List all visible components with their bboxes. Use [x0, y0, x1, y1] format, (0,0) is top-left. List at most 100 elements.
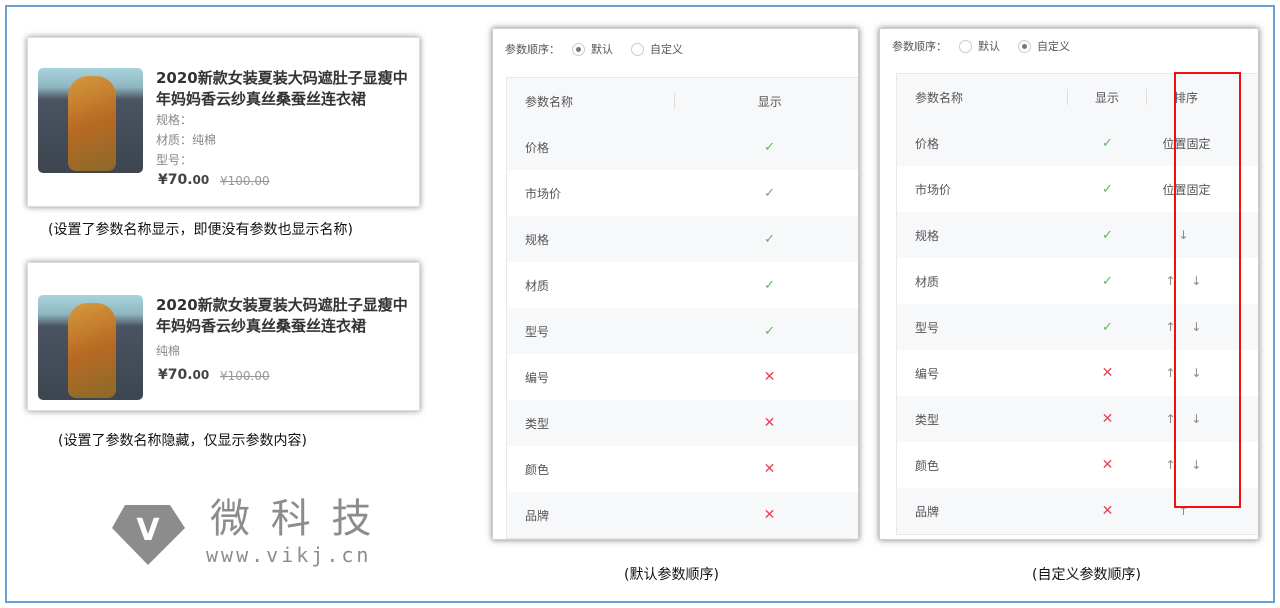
sort-arrows[interactable]: ↑: [1178, 504, 1195, 518]
cross-icon[interactable]: ✕: [1101, 503, 1114, 519]
product-params: 纯棉: [156, 341, 180, 361]
caption-names-shown: (设置了参数名称显示，即便没有参数也显示名称): [48, 222, 353, 238]
param-model: 型号：: [156, 153, 193, 167]
param-name: 规格: [915, 228, 940, 243]
param-name: 型号: [525, 324, 550, 339]
sort-arrows[interactable]: ↓: [1178, 228, 1195, 242]
table-row: 型号✓↑ ↓: [897, 304, 1258, 350]
cross-icon[interactable]: ✕: [763, 507, 776, 523]
params-table: 参数名称 显示 排序 价格✓位置固定市场价✓位置固定规格✓↓材质✓↑ ↓型号✓↑…: [896, 73, 1258, 535]
watermark: V 微 科 技 www.vikj.cn: [110, 490, 380, 584]
table-row: 市场价 ✓: [507, 170, 858, 216]
check-icon[interactable]: ✓: [1102, 135, 1113, 151]
cross-icon[interactable]: ✕: [763, 461, 776, 477]
param-name: 类型: [525, 416, 550, 431]
product-price: ¥70.00: [158, 172, 210, 188]
param-name: 材质: [525, 278, 550, 293]
table-row: 价格 ✓: [507, 124, 858, 170]
param-name: 材质: [915, 274, 940, 289]
product-image: [38, 295, 143, 400]
custom-order-panel: 参数顺序： 默认 自定义 参数名称 显示 排序 价格✓位置固定市场价✓位置固定规…: [879, 28, 1259, 540]
header-show: 显示: [757, 94, 782, 109]
param-name: 市场价: [525, 186, 562, 201]
param-name: 品牌: [915, 504, 940, 519]
product-title: 2020新款女装夏装大码遮肚子显瘦中年妈妈香云纱真丝桑蚕丝连衣裙: [156, 296, 408, 335]
watermark-url: www.vikj.cn: [206, 543, 371, 567]
header-show: 显示: [1094, 90, 1119, 105]
table-header: 参数名称 显示: [507, 78, 858, 124]
param-name: 型号: [915, 320, 940, 335]
check-icon[interactable]: ✓: [764, 277, 775, 293]
param-name: 编号: [915, 366, 940, 381]
check-icon[interactable]: ✓: [764, 139, 775, 155]
param-spec: 规格：: [156, 113, 193, 127]
watermark-logo: V: [136, 513, 160, 548]
outer-frame: [5, 5, 1275, 603]
table-row: 颜色 ✕: [507, 446, 858, 492]
radio-custom-label: 自定义: [1037, 40, 1070, 53]
table-row: 编号 ✕: [507, 354, 858, 400]
table-row: 品牌 ✕: [507, 492, 858, 538]
params-table: 参数名称 显示 价格 ✓ 市场价 ✓ 规格 ✓ 材质 ✓ 型号 ✓ 编号 ✕ 类型 ✕ 颜色 ✕ 品牌 ✕: [506, 77, 858, 539]
radio-default-label: 默认: [591, 43, 613, 56]
product-price: ¥70.00: [158, 367, 210, 383]
check-icon[interactable]: ✓: [1102, 319, 1113, 335]
param-name: 编号: [525, 370, 550, 385]
product-card-names-hidden: 2020新款女装夏装大码遮肚子显瘦中年妈妈香云纱真丝桑蚕丝连衣裙 纯棉 ¥70.…: [27, 262, 420, 411]
caption-default-order: (默认参数顺序): [624, 567, 719, 583]
header-name: 参数名称: [915, 90, 964, 105]
radio-custom[interactable]: [631, 42, 644, 56]
check-icon[interactable]: ✓: [764, 185, 775, 201]
param-name: 颜色: [915, 458, 940, 473]
check-icon[interactable]: ✓: [1102, 273, 1113, 289]
param-name: 价格: [915, 136, 940, 151]
cross-icon[interactable]: ✕: [763, 369, 776, 385]
table-row: 类型 ✕: [507, 400, 858, 446]
param-material: 纯棉: [156, 344, 181, 358]
radio-custom-label: 自定义: [650, 43, 683, 56]
product-card-with-names: 2020新款女装夏装大码遮肚子显瘦中年妈妈香云纱真丝桑蚕丝连衣裙 规格： 材质：…: [27, 37, 420, 207]
radio-default[interactable]: [959, 39, 972, 53]
param-name: 价格: [525, 140, 550, 155]
param-material: 材质：纯棉: [156, 133, 217, 147]
table-row: 规格 ✓: [507, 216, 858, 262]
default-order-panel: 参数顺序： 默认 自定义 参数名称 显示 价格 ✓ 市场价 ✓ 规格 ✓ 材质 ✓ 型号 ✓ 编号 ✕…: [492, 28, 859, 540]
watermark-name: 微 科 技: [210, 496, 375, 542]
param-name: 颜色: [525, 462, 550, 477]
table-row: 规格 ✓ ↓: [897, 212, 1258, 258]
product-old-price: ¥100.00: [220, 174, 270, 188]
caption-custom-order: (自定义参数顺序): [1032, 567, 1141, 583]
cross-icon[interactable]: ✕: [763, 415, 776, 431]
param-name: 市场价: [915, 182, 952, 197]
check-icon[interactable]: ✓: [1102, 181, 1113, 197]
radio-custom[interactable]: [1018, 39, 1031, 53]
order-label: 参数顺序：: [892, 40, 947, 53]
check-icon[interactable]: ✓: [764, 231, 775, 247]
header-name: 参数名称: [525, 94, 574, 109]
product-title: 2020新款女装夏装大码遮肚子显瘦中年妈妈香云纱真丝桑蚕丝连衣裙: [156, 69, 408, 108]
radio-default[interactable]: [572, 42, 585, 56]
param-name: 品牌: [525, 508, 550, 523]
vikj-logo-icon: V 微 科 技 www.vikj.cn: [112, 496, 375, 567]
product-params: 规格： 材质：纯棉 型号：: [156, 110, 216, 170]
order-label: 参数顺序：: [505, 43, 560, 56]
table-header: 参数名称 显示 排序: [897, 74, 1258, 120]
order-radio-group: 参数顺序： 默认 自定义: [892, 38, 1070, 54]
check-icon[interactable]: ✓: [1102, 227, 1113, 243]
param-name: 类型: [915, 412, 940, 427]
product-image: [38, 68, 143, 173]
order-radio-group: 参数顺序： 默认 自定义: [505, 41, 683, 57]
check-icon[interactable]: ✓: [764, 323, 775, 339]
cross-icon[interactable]: ✕: [1101, 457, 1114, 473]
sort-column-highlight: [1174, 72, 1241, 508]
table-row: 类型✕↑ ↓: [897, 396, 1258, 442]
header-sort: 排序: [1173, 90, 1198, 105]
param-name: 规格: [525, 232, 550, 247]
cross-icon[interactable]: ✕: [1101, 411, 1114, 427]
table-row: 品牌 ✕ ↑: [897, 488, 1258, 534]
caption-names-hidden: (设置了参数名称隐藏，仅显示参数内容): [58, 433, 307, 449]
table-row: 材质 ✓: [507, 262, 858, 308]
table-row: 型号 ✓: [507, 308, 858, 354]
cross-icon[interactable]: ✕: [1101, 365, 1114, 381]
product-old-price: ¥100.00: [220, 369, 270, 383]
